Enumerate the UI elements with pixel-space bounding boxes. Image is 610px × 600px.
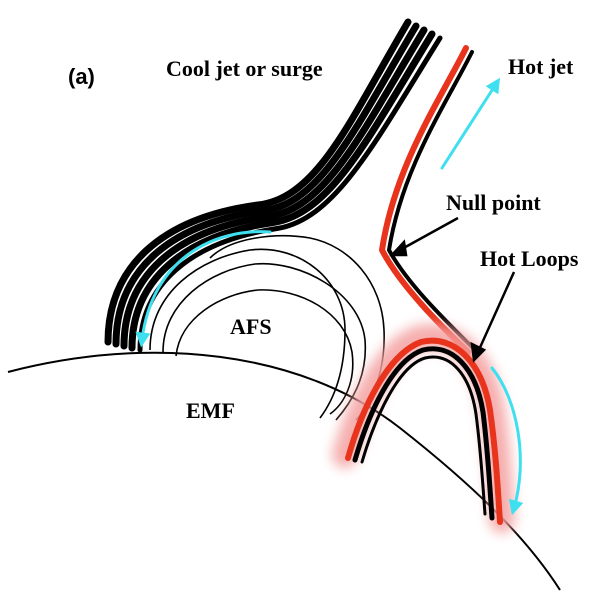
pointer-arrows xyxy=(389,216,516,363)
label-null-point: Null point xyxy=(446,190,541,215)
cool-jet-flow-arrow xyxy=(135,230,272,348)
label-emf: EMF xyxy=(186,398,235,423)
hot-jet-line xyxy=(379,45,477,355)
flow-arrows xyxy=(135,77,524,516)
solar-surface-curve xyxy=(7,351,561,591)
label-hot-jet: Hot jet xyxy=(508,54,574,79)
label-afs: AFS xyxy=(230,314,272,339)
hot-loops xyxy=(345,337,503,525)
hot-jet-flow-arrow xyxy=(440,77,501,170)
hot-loop-flow-arrow xyxy=(490,366,524,516)
label-hot-loops: Hot Loops xyxy=(480,246,579,271)
label-cool-jet: Cool jet or surge xyxy=(166,56,323,81)
panel-label: (a) xyxy=(68,64,95,89)
